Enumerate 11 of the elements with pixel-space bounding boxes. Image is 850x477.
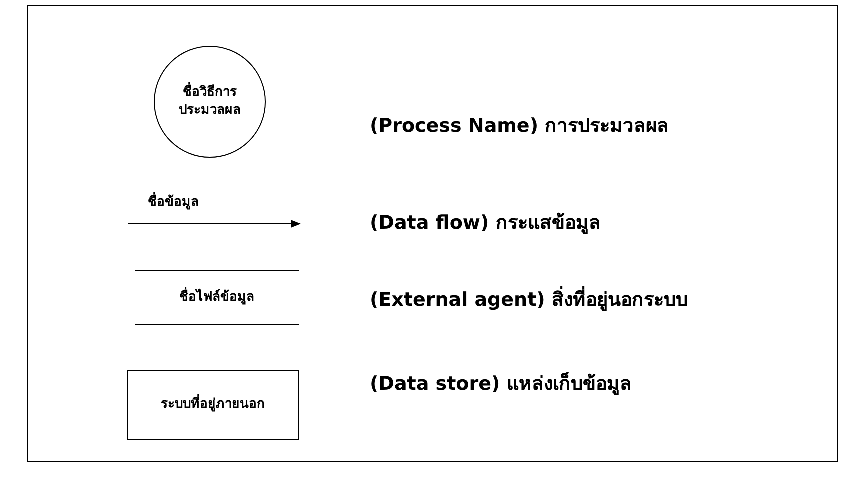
description-text: (Process Name) การประมวลผล	[370, 114, 670, 139]
node-label: ชื่อไฟล์ข้อมูล	[180, 288, 254, 306]
external-entity-box	[127, 370, 299, 440]
flow-label: ชื่อข้อมูล	[148, 191, 199, 212]
description-text: (External agent) สิ่งที่อยู่นอกระบบ	[370, 284, 688, 314]
node-label: ชื่อวิธีการประมวลผล	[165, 84, 255, 120]
process-circle	[154, 46, 266, 158]
description-text: (Data store) แหล่งเก็บข้อมูล	[370, 371, 632, 398]
node-label: ระบบที่อยู่ภายนอก	[161, 396, 265, 414]
description-text: (Data flow) กระแสข้อมูล	[370, 211, 601, 236]
data-store-symbol	[135, 270, 299, 325]
